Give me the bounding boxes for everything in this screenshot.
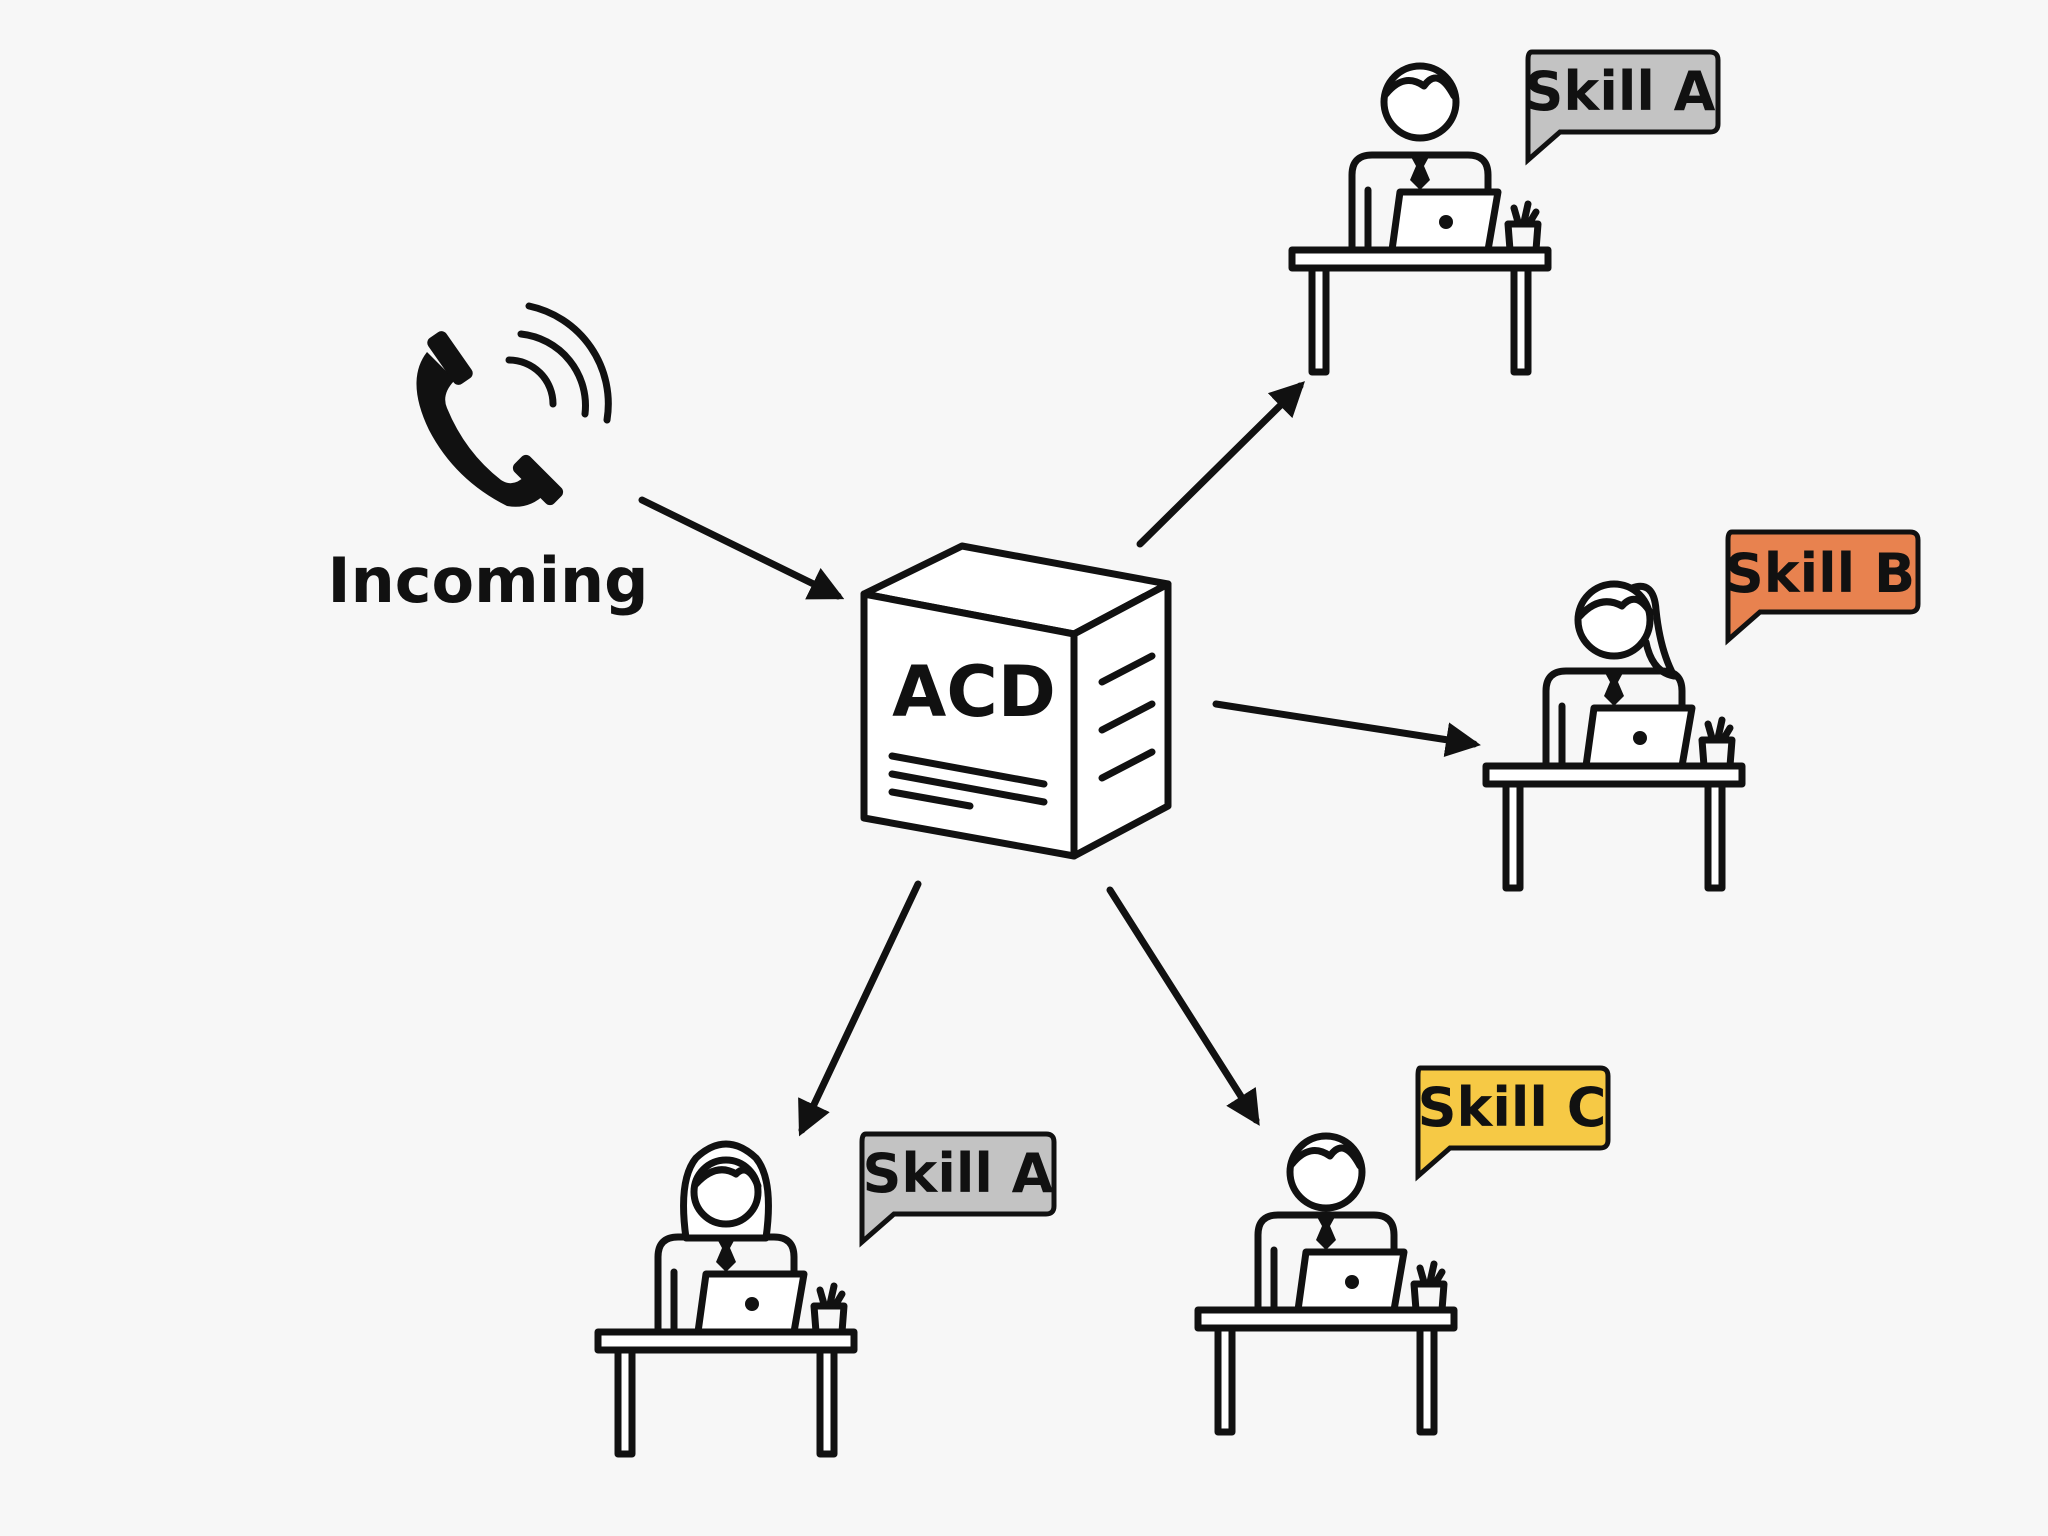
skill-bubble-1: Skill A: [1525, 49, 1721, 166]
skill-label-4: Skill C: [1418, 1076, 1607, 1139]
arrow-acd-to-agent-2: [1212, 700, 1481, 758]
arrow-acd-to-agent-4: [1106, 886, 1260, 1126]
skill-label-2: Skill B: [1725, 542, 1915, 605]
caller-label: Incoming: [328, 544, 649, 617]
phone-ringing-icon: [416, 302, 612, 507]
skill-bubble-2-shape: [1725, 529, 1921, 646]
arrow-incoming-to-acd: [638, 496, 845, 600]
skill-bubble-1-shape: [1525, 49, 1721, 166]
arrow-acd-to-agent-3: [798, 880, 922, 1137]
skill-label-1: Skill A: [1525, 60, 1716, 123]
agent-workstation-3: [598, 1144, 854, 1454]
arrow-acd-to-agent-1: [1136, 381, 1305, 548]
skill-bubble-2: Skill B: [1725, 529, 1921, 646]
skill-label-3: Skill A: [863, 1142, 1054, 1205]
agent-workstation-2: [1486, 584, 1742, 888]
skill-bubble-4-shape: [1415, 1065, 1611, 1182]
acd-server-box: ACD: [860, 542, 1172, 860]
skill-bubble-3-shape: [859, 1131, 1057, 1248]
skill-bubble-4: Skill C: [1415, 1065, 1611, 1182]
skill-bubble-3: Skill A: [859, 1131, 1057, 1248]
agent-workstation-1: [1292, 66, 1548, 372]
acd-label: ACD: [892, 651, 1056, 733]
